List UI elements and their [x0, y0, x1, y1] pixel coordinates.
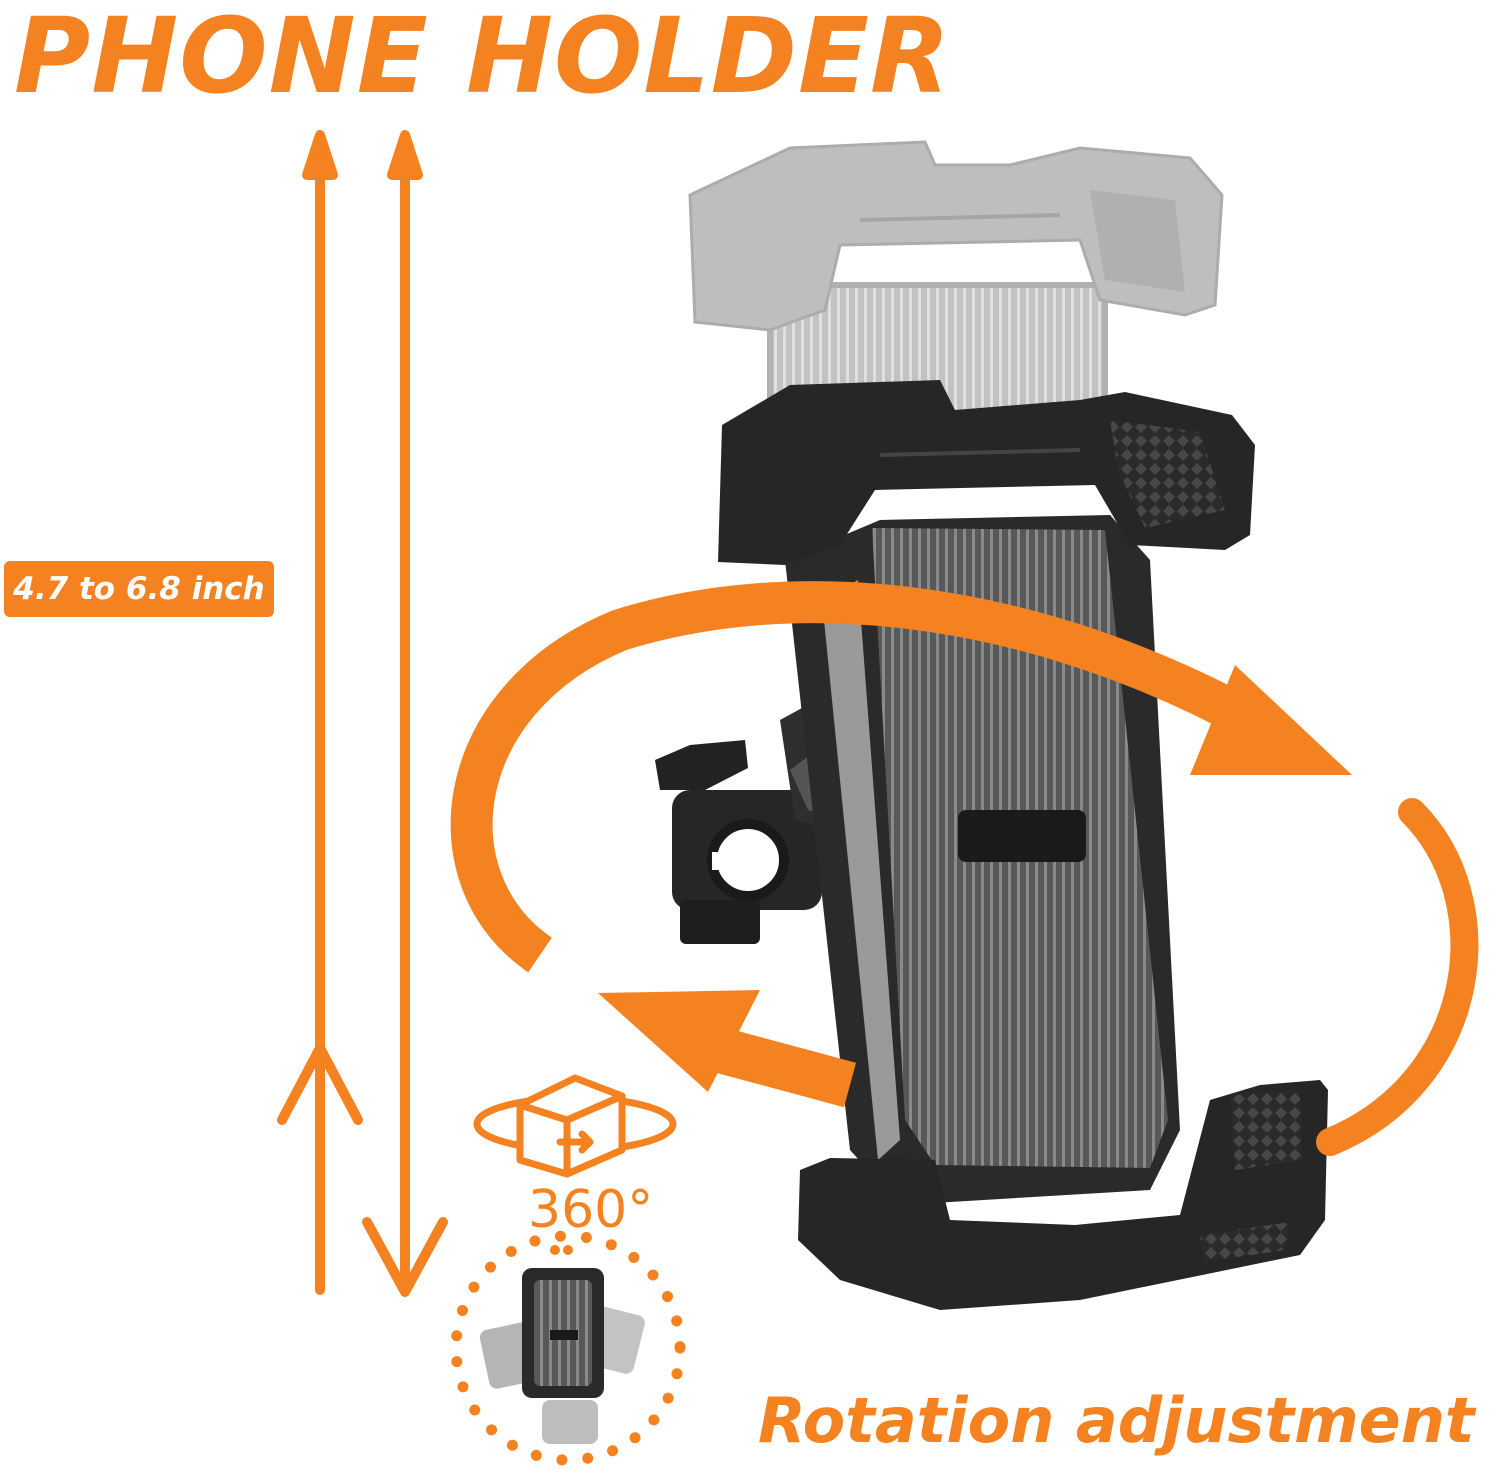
- rotation-caption: Rotation adjustment: [758, 1384, 1475, 1457]
- double-arrow-icon: [277, 130, 448, 1297]
- phone-mount: [655, 380, 1328, 1310]
- size-range-badge: 4.7 to 6.8 inch: [4, 561, 274, 617]
- dotted-circle-icon: [450, 1230, 686, 1466]
- rotation-degree-label: 360°: [528, 1180, 654, 1240]
- rotate-cube-icon: [473, 1074, 677, 1178]
- rotation-arrows: [450, 581, 1479, 1156]
- extended-holder-ghost: [688, 140, 1224, 428]
- page-title: PHONE HOLDER: [14, 0, 952, 117]
